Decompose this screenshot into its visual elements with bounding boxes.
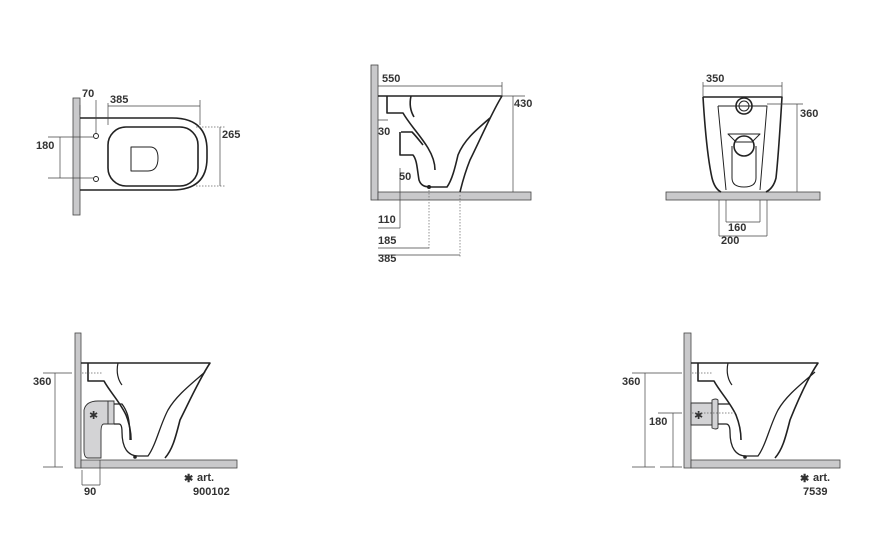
seat-outline [107, 126, 199, 187]
dim-label: 265 [222, 129, 240, 141]
trap-upper [401, 131, 424, 146]
dim-label: 385 [378, 253, 396, 265]
rim [409, 95, 415, 118]
dim-label: 90 [84, 486, 96, 498]
dim-label: 185 [378, 235, 396, 247]
asterisk-icon: ✱ [184, 473, 193, 485]
dim-label: 200 [721, 235, 739, 247]
floor [690, 459, 841, 469]
bowl-inner [717, 105, 768, 191]
fixing-hole [93, 133, 99, 139]
dim-label: 550 [382, 73, 400, 85]
floor [377, 191, 532, 201]
flush-plate-icon [130, 146, 159, 172]
outlet-circle [733, 135, 755, 157]
top-view: 70 385 265 180 [36, 88, 240, 216]
asterisk-icon: ✱ [800, 473, 809, 485]
toilet-outline [80, 117, 208, 191]
wall [370, 64, 379, 201]
dim-label: 180 [649, 416, 667, 428]
fixing-hole [93, 176, 99, 182]
dim-label: 385 [110, 94, 128, 106]
asterisk-icon: ✱ [89, 409, 98, 422]
bowl-inner [386, 96, 436, 171]
article-code: 7539 [803, 486, 827, 498]
wall [74, 332, 82, 469]
dim-label: 360 [800, 108, 818, 120]
fixing-point [427, 185, 431, 189]
asterisk-icon: ✱ [694, 409, 703, 422]
dim-label: 70 [82, 88, 94, 100]
dim-label: 350 [706, 73, 724, 85]
dim-label: 180 [36, 140, 54, 152]
side-view: 550 430 30 50 110 185 385 [370, 64, 532, 265]
bowl-outer [702, 96, 783, 193]
dim-label: 430 [514, 98, 532, 110]
floor-bend-fitting [83, 400, 111, 459]
floor [665, 191, 821, 201]
floor [80, 459, 238, 469]
inlet-circle [735, 97, 753, 115]
dim-label: 110 [378, 214, 396, 226]
trap [399, 117, 491, 188]
article-label: art. [813, 472, 830, 484]
wall [72, 97, 81, 216]
article-code: 900102 [193, 486, 230, 498]
wall [683, 332, 692, 469]
side-view-floor-outlet: ✱ 360 90 ✱ art. 900102 [33, 332, 238, 498]
dim-label: 30 [378, 126, 390, 138]
front-view: 350 360 160 200 [665, 73, 821, 247]
dim-label: 360 [622, 376, 640, 388]
bowl [691, 362, 819, 459]
dim-label: 50 [399, 171, 411, 183]
bowl-outer [378, 95, 503, 193]
dim-label: 160 [728, 222, 746, 234]
dim-label: 360 [33, 376, 51, 388]
article-label: art. [197, 472, 214, 484]
side-view-wall-outlet: ✱ 360 180 ✱ art. 7539 [622, 332, 841, 498]
